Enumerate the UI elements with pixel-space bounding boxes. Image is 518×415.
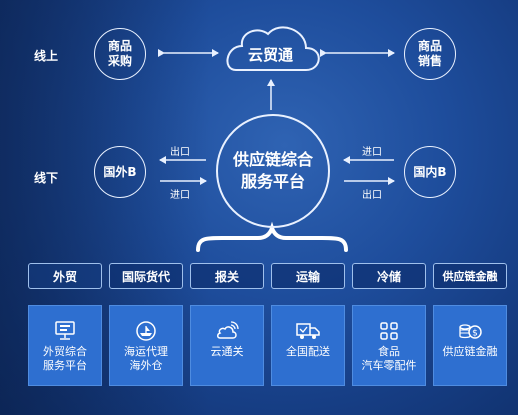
svg-text:$: $ bbox=[472, 329, 478, 339]
tab-supply-chain-finance[interactable]: 供应链金融 bbox=[433, 263, 507, 289]
tab-freight-forwarding[interactable]: 国际货代 bbox=[109, 263, 183, 289]
card-cold-storage[interactable]: 食品汽车零配件 bbox=[352, 305, 426, 386]
tab-transport[interactable]: 运输 bbox=[271, 263, 345, 289]
left-export-label: 出口 bbox=[170, 147, 190, 158]
card-line: 服务平台 bbox=[43, 359, 87, 372]
card-line: 云通关 bbox=[210, 345, 244, 358]
hub-line2: 服务平台 bbox=[240, 172, 305, 191]
card-line: 供应链金融 bbox=[442, 345, 498, 358]
right-export-label: 出口 bbox=[362, 190, 382, 201]
coins-icon: $ bbox=[458, 320, 482, 342]
purchase-line2: 采购 bbox=[107, 54, 132, 68]
brace-shape bbox=[196, 221, 348, 252]
sales-line1: 商品 bbox=[417, 39, 442, 53]
card-foreign-trade[interactable]: 外贸综合服务平台 bbox=[28, 305, 102, 386]
cloud-signal-icon bbox=[215, 320, 239, 342]
purchase-node: 商品采购 bbox=[94, 28, 146, 80]
sales-line2: 销售 bbox=[417, 54, 442, 68]
hub-line1: 供应链综合 bbox=[232, 150, 313, 169]
card-line: 海运代理 bbox=[124, 345, 168, 358]
card-customs[interactable]: 云通关 bbox=[190, 305, 264, 386]
foreign-b-node: 国外B bbox=[94, 146, 146, 198]
truck-icon bbox=[295, 320, 321, 342]
online-row-label: 线上 bbox=[34, 49, 59, 63]
card-line: 全国配送 bbox=[286, 345, 330, 358]
offline-row-label: 线下 bbox=[34, 171, 59, 185]
card-transport[interactable]: 全国配送 bbox=[271, 305, 345, 386]
cloud-shape bbox=[226, 26, 320, 71]
platform-hub: 供应链综合服务平台 bbox=[216, 114, 330, 228]
right-import-label: 进口 bbox=[362, 147, 382, 158]
monitor-icon bbox=[54, 320, 76, 342]
card-line: 汽车零配件 bbox=[361, 359, 417, 372]
purchase-line1: 商品 bbox=[107, 39, 132, 53]
left-import-label: 进口 bbox=[170, 190, 190, 201]
tab-foreign-trade[interactable]: 外贸 bbox=[28, 263, 102, 289]
foreign-b-label: 国外B bbox=[103, 164, 137, 179]
domestic-b-node: 国内B bbox=[404, 146, 456, 198]
card-line: 海外仓 bbox=[129, 359, 163, 372]
card-supply-chain-finance[interactable]: $ 供应链金融 bbox=[433, 305, 507, 386]
grid-icon bbox=[379, 320, 399, 342]
sales-node: 商品销售 bbox=[404, 28, 456, 80]
tab-cold-storage[interactable]: 冷储 bbox=[352, 263, 426, 289]
card-freight-forwarding[interactable]: 海运代理海外仓 bbox=[109, 305, 183, 386]
globe-ship-icon bbox=[135, 320, 157, 342]
tab-customs[interactable]: 报关 bbox=[190, 263, 264, 289]
domestic-b-label: 国内B bbox=[413, 164, 447, 179]
card-line: 外贸综合 bbox=[43, 345, 87, 358]
cloud-label: 云贸通 bbox=[248, 46, 294, 64]
card-line: 食品 bbox=[378, 345, 400, 358]
